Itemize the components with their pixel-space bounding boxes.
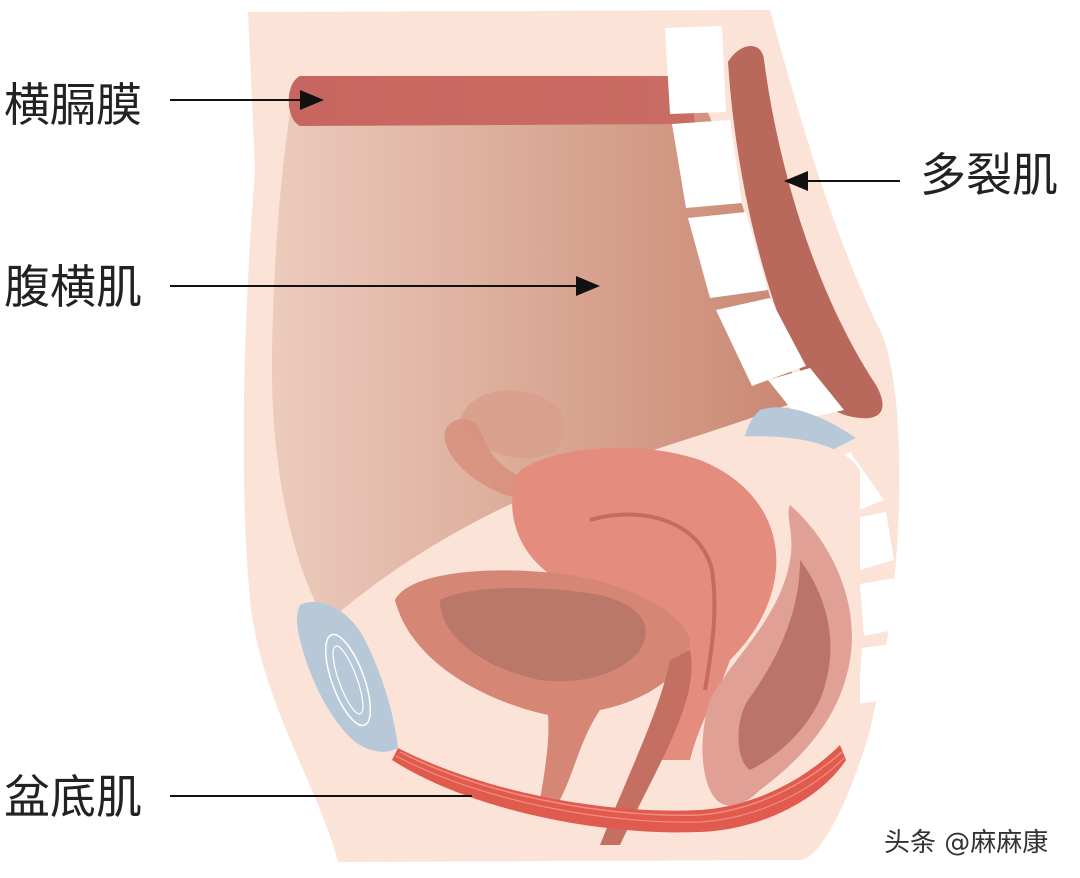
fallopian-tube bbox=[444, 419, 533, 497]
multifidus-muscle bbox=[728, 45, 883, 419]
label-transversus: 腹横肌 bbox=[4, 260, 142, 314]
bladder-inner bbox=[440, 588, 646, 682]
pelvic-floor-muscle bbox=[392, 745, 846, 833]
vagina bbox=[600, 650, 692, 845]
transversus-abdominis-muscle bbox=[271, 95, 800, 620]
rectum-inner bbox=[738, 560, 831, 770]
uterus-cavity-line bbox=[589, 512, 717, 691]
label-multifidus: 多裂肌 bbox=[920, 148, 1058, 202]
pubic-bone bbox=[297, 601, 398, 752]
diaphragm-muscle bbox=[288, 76, 695, 126]
label-pelvic-floor: 盆底肌 bbox=[4, 770, 142, 824]
watermark: 头条 @麻麻康 bbox=[884, 828, 1049, 858]
label-diaphragm: 横膈膜 bbox=[4, 78, 142, 132]
ovary bbox=[460, 390, 566, 459]
